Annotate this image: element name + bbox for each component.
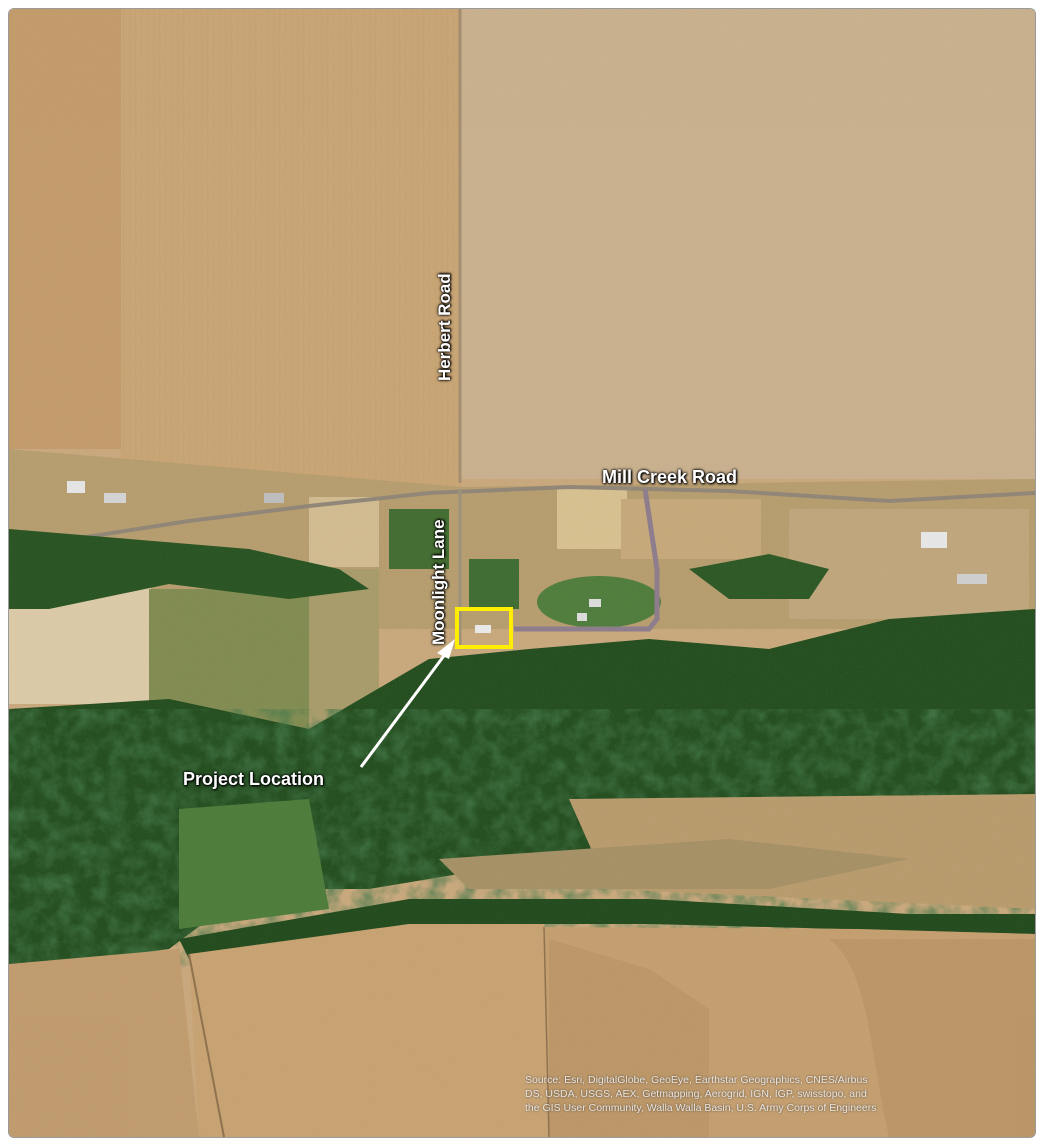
road-label-mill-creek: Mill Creek Road	[602, 467, 738, 487]
map-attribution: Source: Esri, DigitalGlobe, GeoEye, Eart…	[525, 1073, 1033, 1115]
project-location-arrow	[359, 648, 451, 768]
road-label-herbert: Herbert Road	[435, 273, 454, 381]
attribution-line: the GIS User Community, Walla Walla Basi…	[525, 1102, 877, 1114]
project-location-label: Project Location	[183, 769, 325, 789]
project-location-box	[455, 607, 513, 649]
attribution-line: Source: Esri, DigitalGlobe, GeoEye, Eart…	[525, 1074, 868, 1086]
satellite-imagery	[9, 9, 1035, 1137]
attribution-line: DS, USDA, USGS, AEX, Getmapping, Aerogri…	[525, 1088, 867, 1100]
road-label-moonlight: Moonlight Lane	[429, 519, 448, 645]
aerial-map[interactable]: Herbert Road Moonlight Lane Mill Creek R…	[8, 8, 1036, 1138]
